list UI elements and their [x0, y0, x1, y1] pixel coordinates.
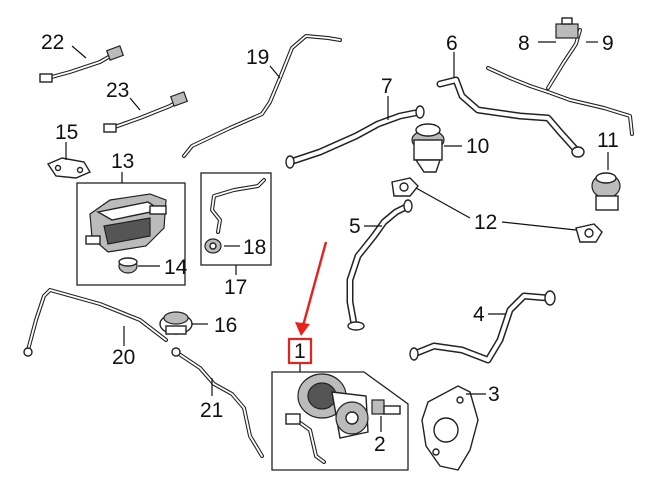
leader-19: [269, 65, 281, 79]
part-22-sensor: [39, 45, 125, 83]
callout-17[interactable]: 17: [224, 276, 247, 299]
callout-3[interactable]: 3: [488, 383, 500, 406]
part-10-valve: [411, 123, 445, 173]
callout-21[interactable]: 21: [200, 399, 223, 422]
callout-1[interactable]: 1: [294, 340, 306, 363]
part-20-tube: [23, 288, 168, 357]
part-13-box: [76, 182, 186, 286]
callout-14[interactable]: 14: [164, 256, 188, 279]
callout-19[interactable]: 19: [246, 46, 269, 69]
callout-2[interactable]: 2: [374, 433, 386, 456]
leader-22: [71, 45, 87, 59]
leader-12b: [501, 221, 577, 231]
part-11-valve: [591, 172, 621, 211]
callout-13[interactable]: 13: [111, 150, 134, 173]
part-4-hose: [409, 290, 556, 364]
part-18-grommet: [204, 238, 222, 254]
callout-4[interactable]: 4: [473, 303, 485, 326]
part-23-sensor: [103, 91, 189, 133]
leader-23: [129, 97, 141, 111]
callout-16[interactable]: 16: [214, 314, 237, 337]
callout-7[interactable]: 7: [381, 75, 393, 98]
part-13-canister: [85, 193, 167, 253]
callout-15[interactable]: 15: [55, 121, 78, 144]
part-14-plug: [118, 257, 138, 274]
part-1-air-pump: [285, 373, 369, 464]
highlight-arrow: [295, 241, 328, 336]
callout-6[interactable]: 6: [446, 32, 458, 55]
part-7-pipe: [285, 105, 425, 169]
part-2-sensor: [371, 399, 401, 415]
callout-22[interactable]: 22: [41, 31, 64, 54]
callout-9[interactable]: 9: [602, 32, 614, 55]
highlight-box: [287, 337, 313, 365]
callout-11[interactable]: 11: [597, 129, 619, 152]
part-6-hose: [436, 76, 585, 158]
part-17-hose: [210, 178, 266, 234]
callout-8[interactable]: 8: [518, 32, 530, 55]
callout-23[interactable]: 23: [106, 79, 129, 102]
part-21-tube: [171, 347, 264, 458]
leader-12a: [415, 187, 471, 219]
part-15-bracket: [46, 157, 92, 179]
callout-10[interactable]: 10: [466, 135, 489, 158]
callout-20[interactable]: 20: [112, 346, 135, 369]
part-12-gasket-left: [391, 177, 419, 197]
part-19-tube: [182, 34, 342, 158]
part-1-box: [271, 371, 409, 471]
part-3-bracket: [421, 385, 479, 471]
part-5-hose: [346, 199, 413, 331]
callout-12[interactable]: 12: [474, 211, 497, 234]
part-8-connector: [555, 17, 579, 39]
part-16-cap: [159, 311, 193, 335]
callout-18[interactable]: 18: [243, 236, 266, 259]
part-12-gasket-right: [575, 223, 603, 243]
callout-5[interactable]: 5: [349, 215, 361, 238]
